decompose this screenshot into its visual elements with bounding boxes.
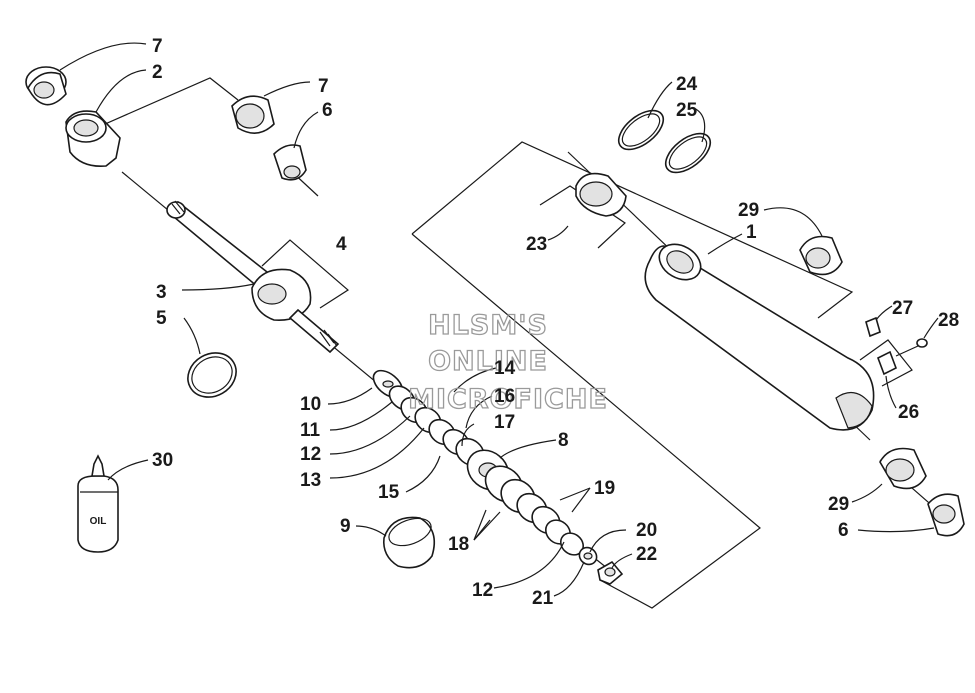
callout-23: 23 [526,234,547,255]
leader-lines [59,42,939,597]
part-9-ring [382,516,436,569]
callout-19: 19 [594,478,615,499]
callout-12-lower: 12 [472,580,493,601]
watermark-line-2: ONLINE [428,346,548,377]
callout-13: 13 [300,470,321,491]
part-1-body [644,243,875,431]
callout-6-top: 6 [322,100,333,121]
part-5-o-ring [187,352,237,398]
part-7-bushing-mid [231,95,275,134]
watermark-line-1: HLSM'S [428,310,548,341]
shim-stack-upper [372,369,485,467]
callout-8: 8 [558,430,569,451]
callout-29-bottom: 29 [828,494,849,515]
part-27-fitting [865,316,881,338]
callout-12-upper: 12 [300,444,321,465]
callout-labels: 7 2 7 6 4 3 5 24 25 23 29 1 27 28 26 14 … [152,36,959,609]
callout-27: 27 [892,298,913,319]
callout-18: 18 [448,534,469,555]
oil-label: OIL [90,516,107,527]
part-23-cap [575,172,627,217]
callout-24: 24 [676,74,698,95]
part-4-piston [251,268,340,354]
group-outline-2 [95,77,239,129]
group-outline-reservoir [411,233,761,609]
part-28-cap [916,338,928,348]
part-25-ring [664,132,712,174]
callout-10: 10 [300,394,321,415]
callout-11: 11 [300,420,321,441]
part-7-bushing-top [25,66,67,106]
callout-22: 22 [636,544,657,565]
callout-6-bottom: 6 [838,520,849,541]
callout-7-top: 7 [152,36,163,57]
group-outline-4 [261,239,350,309]
part-24-ring [617,109,665,151]
callout-25: 25 [676,100,698,121]
callout-29-top: 29 [738,200,759,221]
group-outline-1 [411,141,854,319]
part-2-eye-end [65,110,121,168]
watermark-line-3: MICROFICHE [408,384,608,415]
group-outline-26 [859,339,913,387]
callout-9: 9 [340,516,351,537]
callout-3: 3 [156,282,167,303]
part-29-bushing-bottom [879,447,927,490]
shim-stack-lower [466,449,598,566]
part-6-sleeve-top [273,144,307,181]
callout-1: 1 [746,222,757,243]
callout-28: 28 [938,310,959,331]
callout-21: 21 [532,588,554,609]
part-6-sleeve-bottom [927,493,965,537]
callout-2: 2 [152,62,163,83]
part-29-bushing-top [799,235,843,276]
callout-5: 5 [156,308,167,329]
callout-15: 15 [378,482,400,503]
part-22-nut [597,560,624,585]
callout-16: 16 [494,386,515,407]
part-26-valve [876,345,919,376]
callout-20: 20 [636,520,657,541]
callout-30: 30 [152,450,173,471]
callout-4: 4 [336,234,347,255]
callout-7-mid: 7 [318,76,329,97]
callout-17: 17 [494,412,515,433]
callout-14: 14 [494,358,516,379]
callout-26: 26 [898,402,919,423]
part-30-oil-bottle [77,454,119,553]
